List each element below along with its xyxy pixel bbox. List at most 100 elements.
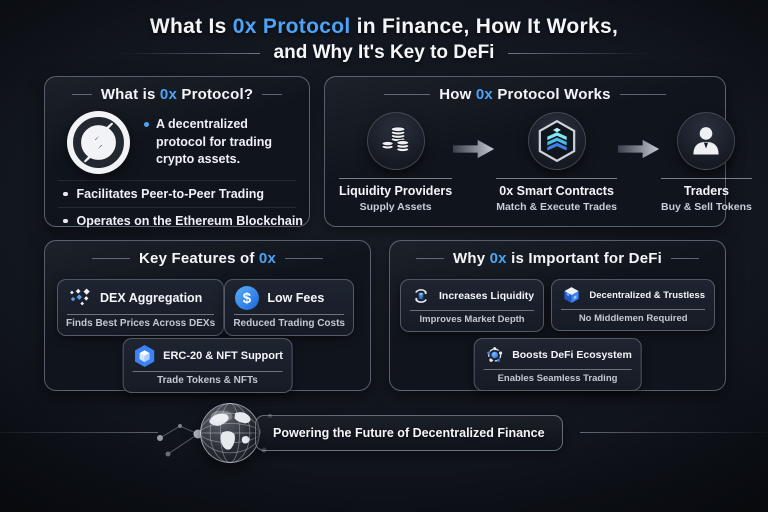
bullet-text: Operates on the Ethereum Blockchain bbox=[76, 214, 303, 228]
card-divider bbox=[132, 371, 283, 372]
intro-bullet: A decentralized protocol for trading cry… bbox=[144, 116, 297, 169]
heading-dash bbox=[71, 94, 92, 95]
card-divider bbox=[67, 314, 215, 315]
smart-contract-hexagon-icon bbox=[527, 112, 586, 170]
title-pre: What Is bbox=[149, 15, 233, 38]
card-subtitle: Improves Market Depth bbox=[419, 314, 525, 325]
panel-heading: Why 0x is Important for DeFi bbox=[453, 250, 662, 267]
heading-post: is Important for DeFi bbox=[506, 250, 662, 267]
flow-steps: Liquidity Providers Supply Assets bbox=[325, 103, 752, 213]
dex-aggregation-icon bbox=[67, 285, 93, 311]
page-title: What Is 0x Protocol in Finance, How It W… bbox=[0, 15, 768, 39]
heading-dash bbox=[262, 94, 283, 95]
step-sublabel: Supply Assets bbox=[359, 201, 432, 213]
heading-pre: How bbox=[439, 86, 476, 103]
bullet-dot-icon bbox=[63, 191, 68, 197]
globe-network-icon bbox=[200, 403, 260, 463]
bullet-text: Facilitates Peer-to-Peer Trading bbox=[76, 187, 265, 201]
header: What Is 0x Protocol in Finance, How It W… bbox=[0, 15, 768, 64]
heading-dash bbox=[619, 94, 666, 95]
title-divider-left bbox=[119, 52, 260, 54]
card-divider bbox=[561, 309, 705, 310]
footer-banner-text: Powering the Future of Decentralized Fin… bbox=[273, 426, 545, 440]
panel-key-features: Key Features of 0x bbox=[44, 240, 371, 393]
footer-pill: Powering the Future of Decentralized Fin… bbox=[255, 415, 563, 451]
card-boosts-defi-ecosystem: Boosts DeFi Ecosystem Enables Seamless T… bbox=[473, 338, 642, 391]
panel-heading: Key Features of 0x bbox=[139, 250, 276, 267]
feature-bullet-list: Facilitates Peer-to-Peer Trading Operate… bbox=[58, 180, 303, 234]
panel-how-0x-works: How 0x Protocol Works Liquidity bbox=[324, 76, 752, 227]
card-divider bbox=[234, 314, 344, 315]
step-sublabel: Match & Execute Trades bbox=[496, 201, 618, 213]
heading-accent: 0x bbox=[475, 86, 493, 103]
heading-pre: Why bbox=[453, 250, 490, 267]
card-decentralized-trustless: Decentralized & Trustless No Middlemen R… bbox=[551, 279, 715, 331]
card-erc20-nft-support: ERC-20 & NFT Support Trade Tokens & NFTs bbox=[122, 338, 293, 393]
footer-divider-right bbox=[580, 432, 768, 433]
heading-dash bbox=[92, 258, 130, 259]
heading-post: Protocol? bbox=[177, 86, 254, 103]
card-title: ERC-20 & NFT Support bbox=[163, 350, 283, 362]
heading-post: Protocol Works bbox=[492, 86, 611, 103]
increases-liquidity-icon bbox=[410, 285, 432, 307]
low-fees-dollar-icon: $ bbox=[234, 285, 260, 311]
coins-icon bbox=[366, 112, 425, 170]
card-title: Decentralized & Trustless bbox=[589, 290, 705, 301]
step-smart-contracts: 0x Smart Contracts Match & Execute Trade… bbox=[496, 112, 618, 213]
panel-why-important: Why 0x is Important for DeFi Increas bbox=[389, 240, 726, 391]
panel-what-is-0x: What is 0x Protocol? A decentralized pro… bbox=[44, 76, 310, 228]
bullet-item: Facilitates Peer-to-Peer Trading bbox=[58, 180, 296, 207]
arrow-right-icon bbox=[617, 139, 660, 159]
page-subtitle: and Why It's Key to DeFi bbox=[273, 42, 495, 63]
step-liquidity-providers: Liquidity Providers Supply Assets bbox=[339, 112, 453, 213]
card-divider bbox=[483, 369, 632, 370]
panel-heading: How 0x Protocol Works bbox=[439, 86, 610, 103]
card-title: Increases Liquidity bbox=[439, 290, 535, 302]
card-subtitle: Trade Tokens & NFTs bbox=[157, 375, 258, 386]
footer-divider-left bbox=[0, 432, 158, 433]
step-divider bbox=[339, 178, 453, 179]
decentralized-cube-icon bbox=[561, 285, 582, 306]
step-label: Liquidity Providers bbox=[339, 184, 453, 198]
card-title: Boosts DeFi Ecosystem bbox=[512, 349, 632, 361]
title-post: in Finance, How It Works, bbox=[350, 15, 619, 38]
panel-heading: What is 0x Protocol? bbox=[101, 86, 253, 103]
heading-dash bbox=[285, 258, 323, 259]
erc20-nft-cube-icon bbox=[132, 344, 156, 368]
card-low-fees: $ Low Fees Reduced Trading Costs bbox=[224, 279, 354, 336]
card-divider bbox=[410, 310, 535, 311]
step-label: 0x Smart Contracts bbox=[499, 184, 614, 198]
arrow-right-icon bbox=[453, 139, 495, 159]
heading-accent: 0x bbox=[159, 86, 178, 103]
card-increases-liquidity: Increases Liquidity Improves Market Dept… bbox=[400, 279, 545, 332]
trader-person-icon bbox=[677, 112, 736, 170]
card-title: Low Fees bbox=[267, 291, 325, 305]
step-sublabel: Buy & Sell Tokens bbox=[661, 201, 752, 213]
heading-dash bbox=[416, 258, 444, 259]
card-title: DEX Aggregation bbox=[100, 291, 203, 305]
title-accent: 0x Protocol bbox=[232, 15, 351, 38]
zerox-logo-icon bbox=[67, 111, 130, 174]
intro-text: A decentralized protocol for trading cry… bbox=[156, 117, 272, 167]
heading-dash bbox=[384, 94, 431, 95]
defi-ecosystem-icon bbox=[483, 344, 505, 366]
blue-bullet-icon bbox=[144, 122, 149, 128]
step-divider bbox=[661, 178, 752, 179]
title-divider-right bbox=[508, 52, 649, 54]
card-subtitle: No Middlemen Required bbox=[578, 313, 688, 324]
step-divider bbox=[496, 178, 618, 179]
heading-pre: Key Features of bbox=[139, 250, 259, 267]
heading-dash bbox=[670, 258, 699, 259]
heading-accent: 0x bbox=[258, 250, 276, 267]
step-label: Traders bbox=[683, 184, 730, 198]
svg-text:$: $ bbox=[243, 290, 252, 307]
bullet-dot-icon bbox=[63, 218, 68, 224]
card-subtitle: Reduced Trading Costs bbox=[233, 318, 345, 329]
card-subtitle: Enables Seamless Trading bbox=[497, 373, 618, 384]
bullet-item: Operates on the Ethereum Blockchain bbox=[58, 207, 303, 234]
step-traders: Traders Buy & Sell Tokens bbox=[661, 112, 752, 213]
card-subtitle: Finds Best Prices Across DEXs bbox=[66, 318, 216, 329]
card-dex-aggregation: DEX Aggregation Finds Best Prices Across… bbox=[57, 279, 225, 336]
heading-pre: What is bbox=[100, 86, 160, 103]
